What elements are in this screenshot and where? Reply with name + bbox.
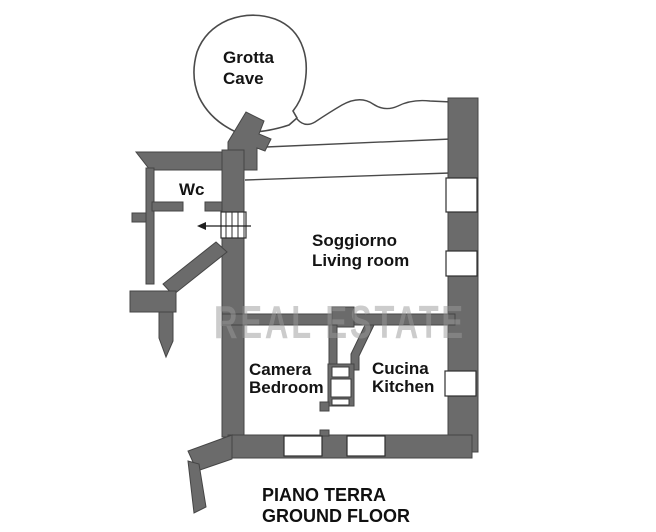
wc-top-wall: [134, 151, 236, 171]
wc-inner-wall-left: [151, 201, 184, 212]
left-hook-wall: [129, 290, 177, 313]
flue-opening-middle: [330, 378, 352, 398]
window-right-top: [445, 177, 478, 213]
flue-stub: [319, 401, 330, 412]
cave-outline: [193, 14, 308, 134]
cave-label-en: Cave: [223, 69, 264, 88]
bedroom-label-en: Bedroom: [249, 378, 324, 397]
watermark-text: REAL ESTATE: [214, 296, 466, 348]
window-bottom-right: [346, 435, 386, 457]
room-labels: Grotta Cave Wc Soggiorno Living room Cam…: [179, 48, 434, 397]
window-right-bottom: [444, 370, 477, 397]
living-room-label-it: Soggiorno: [312, 231, 397, 250]
windows: [283, 177, 478, 457]
window-right-middle: [445, 250, 478, 277]
floor-title: PIANO TERRA GROUND FLOOR: [262, 485, 410, 526]
flue-opening-top: [331, 366, 350, 378]
flue-opening-bottom: [331, 398, 350, 406]
chimney-block: [331, 306, 355, 328]
kitchen-label-it: Cucina: [372, 359, 429, 378]
bedroom-label-it: Camera: [249, 360, 312, 379]
terrace-lower-line: [265, 138, 452, 148]
central-wall-upper: [221, 149, 245, 213]
stairs-body: [220, 211, 247, 239]
living-room-top-line: [244, 172, 451, 181]
wc-outer-stub: [131, 212, 147, 223]
floor-title-en: GROUND FLOOR: [262, 506, 410, 526]
bottom-left-strip-wall: [187, 460, 207, 514]
kitchen-label-en: Kitchen: [372, 377, 434, 396]
terrace-wavy-line: [296, 99, 453, 126]
wc-left-wall: [145, 167, 155, 285]
left-blade-wall: [158, 311, 174, 359]
kitchen-angled-wall: [350, 324, 375, 371]
stairs: [197, 211, 251, 239]
wc-inner-wall-right: [204, 201, 223, 212]
stairs-direction-arrowhead: [197, 222, 206, 230]
cave-label-it: Grotta: [223, 48, 275, 67]
window-bottom-left: [283, 435, 323, 457]
bottom-wall-stub: [319, 429, 330, 437]
flue-openings: [330, 366, 352, 406]
corridor-diagonal-wall: [162, 241, 228, 296]
living-room-label-en: Living room: [312, 251, 409, 270]
floor-title-it: PIANO TERRA: [262, 485, 386, 505]
wc-label: Wc: [179, 180, 205, 199]
